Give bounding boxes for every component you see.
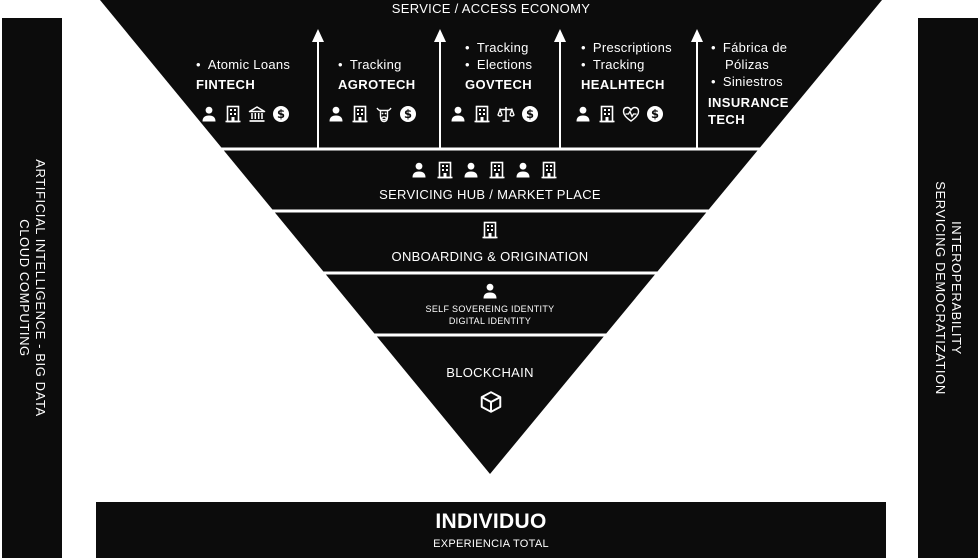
building-icon (224, 105, 242, 123)
healhtech-title: HEALHTECH (581, 77, 665, 92)
building-icon (436, 161, 454, 179)
cow-icon (375, 105, 393, 123)
person-icon (462, 161, 480, 179)
cube-icon (479, 390, 503, 414)
fintech-title: FINTECH (196, 77, 256, 92)
govtech-bullet-1: Tracking (465, 39, 529, 56)
servicing-hub-label: SERVICING HUB / MARKET PLACE (379, 187, 601, 202)
person-icon (200, 105, 218, 123)
govtech-title: GOVTECH (465, 77, 533, 92)
arrow-1 (312, 29, 324, 148)
dollar-icon (646, 105, 664, 123)
govtech-bullet-2: Elections (465, 56, 532, 73)
insurancetech-bullet-2: Siniestros (711, 73, 783, 90)
agrotech-title: AGROTECH (338, 77, 416, 92)
onboarding-label: ONBOARDING & ORIGINATION (391, 249, 589, 264)
person-icon (327, 105, 345, 123)
insurancetech-title-line1: INSURANCE (708, 95, 789, 110)
person-icon (410, 161, 428, 179)
agrotech-icons (327, 105, 417, 123)
dollar-icon (521, 105, 539, 123)
fintech-icons (200, 105, 290, 123)
arrow-4 (691, 29, 703, 148)
fintech-bullet-1: Atomic Loans (196, 56, 290, 73)
person-icon (514, 161, 532, 179)
person-icon (481, 282, 499, 300)
govtech-icons (449, 105, 539, 123)
identity-label-2: DIGITAL IDENTITY (448, 316, 532, 326)
building-icon (488, 161, 506, 179)
building-icon (540, 161, 558, 179)
bottom-subtitle: EXPERIENCIA TOTAL (433, 538, 549, 550)
person-icon (449, 105, 467, 123)
arrow-3 (554, 29, 566, 148)
bank-icon (248, 105, 266, 123)
top-label: SERVICE / ACCESS ECONOMY (391, 1, 591, 16)
dollar-icon (272, 105, 290, 123)
blockchain-label: BLOCKCHAIN (446, 365, 534, 380)
healhtech-bullet-2: Tracking (581, 56, 645, 73)
healhtech-icons (574, 105, 664, 123)
right-side-panel: INTEROPERABILITY SERVICING DEMOCRATIZATI… (918, 18, 978, 558)
insurancetech-title-line2: TECH (708, 112, 745, 127)
heart-icon (622, 105, 640, 123)
insurancetech-bullet-1-cont: Pólizas (725, 57, 770, 72)
dollar-icon (399, 105, 417, 123)
building-icon (481, 221, 499, 239)
identity-label-1: SELF SOVEREING IDENTITY (425, 304, 555, 314)
scale-icon (497, 105, 515, 123)
building-icon (473, 105, 491, 123)
left-side-panel: ARTIFICIAL INTELLIGENCE - BIG DATA CLOUD… (2, 18, 62, 558)
building-icon (351, 105, 369, 123)
building-icon (598, 105, 616, 123)
insurancetech-bullet-1: Fábrica de (711, 39, 787, 56)
healhtech-bullet-1: Prescriptions (581, 39, 672, 56)
bottom-bar: INDIVIDUO EXPERIENCIA TOTAL (96, 502, 886, 558)
servicing-hub-icons (410, 161, 558, 179)
arrow-2 (434, 29, 446, 148)
person-icon (574, 105, 592, 123)
bottom-title: INDIVIDUO (435, 510, 547, 533)
agrotech-bullet-1: Tracking (338, 56, 402, 73)
